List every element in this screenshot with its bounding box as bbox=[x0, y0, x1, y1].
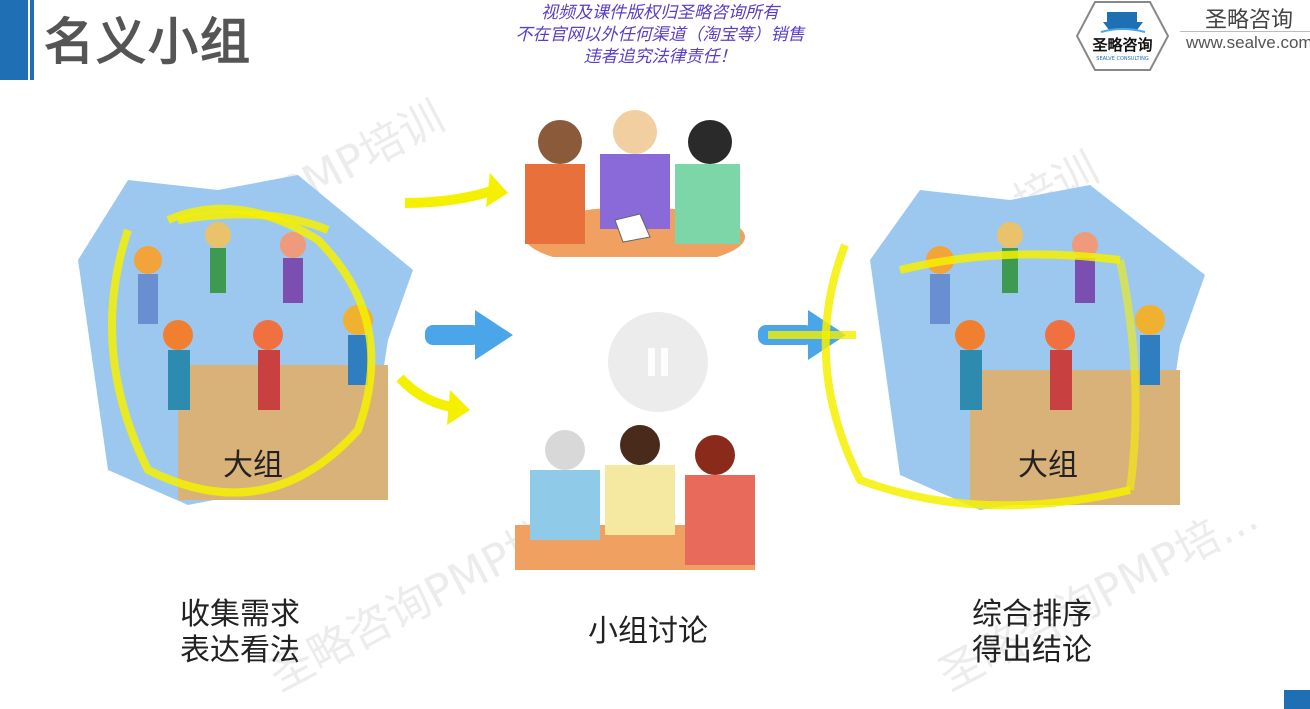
copyright-notice: 视频及课件版权归圣略咨询所有 不在官网以外任何渠道（淘宝等）销售 违者追究法律责… bbox=[470, 2, 850, 68]
copyright-line-2: 不在官网以外任何渠道（淘宝等）销售 bbox=[515, 25, 805, 45]
big-group-illustration-right bbox=[821, 185, 1205, 510]
blue-arrow-right-icon bbox=[425, 310, 513, 360]
title-accent-bar-thin bbox=[30, 0, 34, 80]
discussion-people-icon bbox=[530, 425, 755, 565]
left-group-label: 大组 bbox=[223, 448, 283, 483]
pause-icon bbox=[648, 348, 668, 376]
yellow-arrow-down-icon bbox=[396, 374, 470, 425]
logo-text: 圣略咨询 bbox=[1091, 36, 1152, 54]
caption-rank: 综合排序 得出结论 bbox=[952, 597, 1112, 669]
big-group-illustration-left bbox=[78, 175, 413, 505]
video-pause-button[interactable] bbox=[608, 312, 708, 412]
caption-collect-line-1: 收集需求 bbox=[180, 597, 300, 632]
title-accent-bar bbox=[0, 0, 28, 80]
caption-rank-line-2: 得出结论 bbox=[972, 633, 1092, 668]
slide-corner-marker bbox=[1284, 690, 1310, 709]
ship-icon bbox=[1100, 12, 1146, 33]
brand-divider bbox=[1180, 31, 1310, 32]
discussion-people-icon bbox=[525, 110, 740, 244]
brand-name: 圣略咨询 bbox=[1205, 8, 1294, 33]
page-title: 名义小组 bbox=[44, 13, 252, 71]
logo-subtext: SEALVE CONSULTING bbox=[1096, 56, 1149, 62]
brand-url: www.sealve.com bbox=[1186, 33, 1310, 52]
caption-discuss: 小组讨论 bbox=[588, 614, 708, 649]
discussion-illustration-bottom bbox=[515, 425, 755, 570]
caption-rank-line-1: 综合排序 bbox=[972, 597, 1092, 632]
caption-collect-line-2: 表达看法 bbox=[180, 633, 300, 668]
caption-collect: 收集需求 表达看法 bbox=[160, 597, 320, 669]
copyright-line-1: 视频及课件版权归圣略咨询所有 bbox=[541, 3, 779, 23]
people-circle-icon bbox=[134, 222, 373, 410]
discussion-illustration-top bbox=[525, 110, 745, 257]
brand-logo: 圣略咨询 SEALVE CONSULTING bbox=[1075, 0, 1170, 71]
right-group-label: 大组 bbox=[1018, 448, 1078, 483]
yellow-arrow-up-icon bbox=[404, 173, 508, 208]
copyright-line-3: 违者追究法律责任！ bbox=[583, 47, 737, 67]
people-circle-icon bbox=[926, 222, 1165, 410]
